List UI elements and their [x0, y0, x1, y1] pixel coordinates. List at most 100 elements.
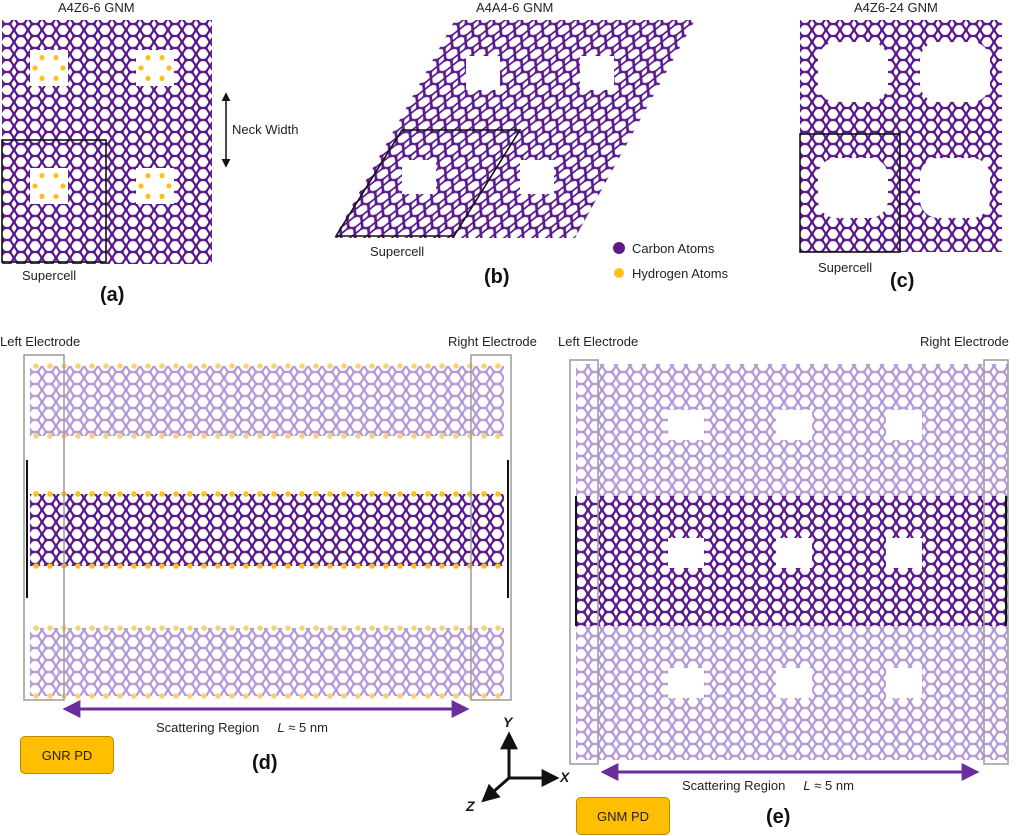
hydrogen-atom	[243, 625, 249, 631]
hydrogen-atom	[229, 363, 235, 369]
hydrogen-atom	[33, 363, 39, 369]
supercell-c-label: Supercell	[818, 260, 873, 275]
hydrogen-atom	[75, 693, 81, 699]
hydrogen-atom	[481, 491, 487, 497]
hydrogen-atom	[32, 65, 38, 71]
hydrogen-atom	[145, 625, 151, 631]
hydrogen-atom	[411, 433, 417, 439]
hydrogen-atom	[299, 625, 305, 631]
hydrogen-atom	[53, 193, 59, 199]
hydrogen-atom	[425, 625, 431, 631]
hydrogen-atom	[285, 491, 291, 497]
hydrogen-atom	[313, 491, 319, 497]
hydrogen-atom	[467, 693, 473, 699]
hydrogen-atom	[33, 563, 39, 569]
hydrogen-atom	[103, 433, 109, 439]
hydrogen-atom	[327, 363, 333, 369]
hydrogen-atom	[467, 563, 473, 569]
hydrogen-atom	[453, 491, 459, 497]
hydrogen-atom	[173, 693, 179, 699]
hydrogen-atom	[159, 491, 165, 497]
hydrogen-atom	[271, 491, 277, 497]
left-electrode-e-box	[569, 359, 599, 765]
hydrogen-atom	[341, 693, 347, 699]
hydrogen-atom	[453, 363, 459, 369]
hydrogen-atom	[299, 563, 305, 569]
hydrogen-atom	[495, 563, 501, 569]
carbon-legend-label: Carbon Atoms	[632, 241, 715, 256]
hydrogen-atom	[145, 693, 151, 699]
hydrogen-atom	[131, 433, 137, 439]
hydrogen-atom	[341, 433, 347, 439]
hydrogen-atom	[159, 563, 165, 569]
hydrogen-atom	[495, 625, 501, 631]
hydrogen-atom	[39, 173, 45, 179]
hydrogen-atom	[271, 563, 277, 569]
hydrogen-atom	[89, 563, 95, 569]
hydrogen-atom	[411, 625, 417, 631]
hydrogen-atom	[243, 563, 249, 569]
hydrogen-atom	[425, 491, 431, 497]
hydrogen-atom	[187, 363, 193, 369]
hydrogen-atom	[145, 55, 151, 61]
hydrogen-atom	[89, 363, 95, 369]
hydrogen-atom	[369, 433, 375, 439]
hydrogen-atom	[39, 75, 45, 81]
hydrogen-atom	[201, 491, 207, 497]
supercell-c-box	[799, 133, 901, 253]
hydrogen-atom	[75, 363, 81, 369]
hydrogen-atom	[271, 693, 277, 699]
hydrogen-atom	[369, 563, 375, 569]
hydrogen-atom	[481, 563, 487, 569]
hydrogen-atom	[243, 363, 249, 369]
panel-b-title: A4A4-6 GNM	[476, 0, 554, 15]
hydrogen-atom	[32, 183, 38, 189]
hydrogen-atom	[173, 491, 179, 497]
hydrogen-atom	[89, 491, 95, 497]
hydrogen-atom	[47, 693, 53, 699]
hydrogen-atom	[131, 563, 137, 569]
panel-a-label: (a)	[100, 284, 125, 306]
hydrogen-atom	[257, 363, 263, 369]
hydrogen-atom	[299, 363, 305, 369]
hydrogen-atom	[257, 491, 263, 497]
hydrogen-atom	[383, 693, 389, 699]
length-e-value: ≈ 5 nm	[810, 778, 854, 793]
hydrogen-atom	[299, 433, 305, 439]
hydrogen-atom	[159, 55, 165, 61]
hydrogen-atom	[201, 363, 207, 369]
hydrogen-atom	[131, 363, 137, 369]
panel-c-label: (c)	[890, 270, 915, 292]
hydrogen-atom	[215, 693, 221, 699]
hydrogen-atom	[369, 625, 375, 631]
hydrogen-atom	[89, 625, 95, 631]
hydrogen-atom	[285, 625, 291, 631]
hydrogen-atom	[397, 433, 403, 439]
hydrogen-atom	[131, 491, 137, 497]
hydrogen-atom	[187, 625, 193, 631]
hydrogen-atom	[313, 433, 319, 439]
hydrogen-atom	[425, 693, 431, 699]
hydrogen-atom	[89, 433, 95, 439]
right-electrode-e-label: Right Electrode	[920, 334, 1009, 349]
hydrogen-atom	[131, 693, 137, 699]
hydrogen-atom	[383, 363, 389, 369]
length-d-symbol: L	[277, 720, 285, 735]
right-electrode-d-label: Right Electrode	[448, 334, 537, 349]
hydrogen-atom	[467, 625, 473, 631]
panel-d-lattice	[23, 354, 512, 718]
supercell-a-label: Supercell	[22, 268, 77, 283]
hydrogen-atom	[369, 363, 375, 369]
hydrogen-atom	[39, 55, 45, 61]
hydrogen-atom	[439, 433, 445, 439]
hydrogen-atom	[47, 363, 53, 369]
hydrogen-atom	[47, 563, 53, 569]
scattering-e-text: Scattering Region	[682, 778, 786, 793]
hydrogen-atom	[187, 433, 193, 439]
hydrogen-atom	[313, 363, 319, 369]
hydrogen-atom	[453, 433, 459, 439]
hydrogen-atom	[201, 433, 207, 439]
hydrogen-atom	[229, 693, 235, 699]
hydrogen-atom	[215, 563, 221, 569]
